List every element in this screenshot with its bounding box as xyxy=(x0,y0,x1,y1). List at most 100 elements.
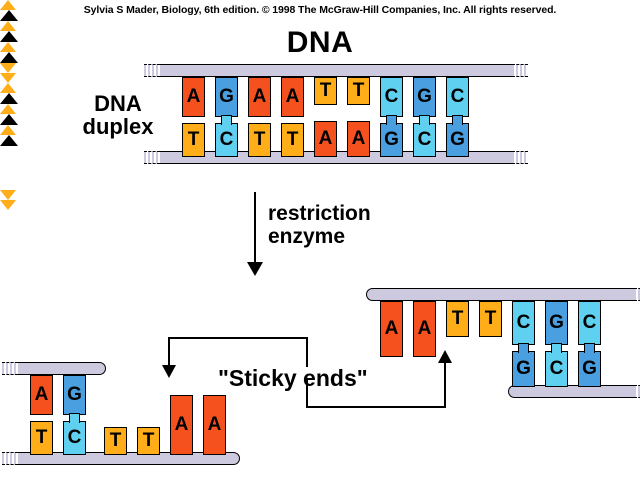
duplex-bottom-base: C xyxy=(413,123,436,157)
base-pair-tab xyxy=(69,413,80,423)
backbone-fade-left xyxy=(2,362,18,375)
base-pair-chevron xyxy=(0,190,16,200)
nucleotide-letter: A xyxy=(186,86,201,107)
right-fragment-overhang-base: T xyxy=(479,301,502,337)
duplex-bottom-base: T xyxy=(248,123,271,157)
left-fragment-overhang-base: A xyxy=(203,395,226,455)
duplex-top-base: C xyxy=(446,77,469,117)
enzyme-label-line1: restriction xyxy=(268,202,371,225)
nucleotide-letter: G xyxy=(417,86,432,107)
nucleotide-letter: C xyxy=(384,86,399,107)
base-pair-chevron-outline xyxy=(0,52,18,63)
nucleotide-letter: C xyxy=(582,312,597,333)
dna-duplex-label: DNA duplex xyxy=(60,92,176,138)
nucleotide-letter: T xyxy=(484,308,497,329)
backbone-fade-left xyxy=(144,64,160,77)
left-fragment-top-base: G xyxy=(63,375,86,415)
backbone-fade-left xyxy=(2,452,18,465)
right-fragment-bottom-base: C xyxy=(545,351,568,387)
base-pair-chevron-outline xyxy=(0,135,18,146)
nucleotide-letter: A xyxy=(252,86,267,107)
nucleotide-letter: G xyxy=(384,129,399,150)
base-pair-tab xyxy=(452,115,463,125)
restriction-enzyme-arrow-head xyxy=(247,262,263,276)
nucleotide-letter: A xyxy=(285,86,300,107)
restriction-enzyme-arrow-shaft xyxy=(254,192,257,264)
duplex-top-backbone xyxy=(160,64,512,77)
duplex-top-base: G xyxy=(215,77,238,117)
right-fragment-overhang-base: A xyxy=(413,301,436,357)
nucleotide-letter: T xyxy=(352,80,365,101)
base-pair-tab xyxy=(518,343,529,353)
base-pair-chevron-outline xyxy=(0,10,18,21)
base-pair-chevron xyxy=(0,125,16,135)
nucleotide-letter: T xyxy=(319,80,332,101)
left-fragment-overhang-base: T xyxy=(137,427,160,455)
duplex-label-line1: DNA xyxy=(94,91,142,116)
base-pair-chevron-outline xyxy=(0,114,18,125)
right-fragment-bottom-backbone xyxy=(508,385,634,398)
base-pair-chevron xyxy=(0,200,16,210)
base-pair-chevron xyxy=(0,83,16,93)
copyright-credit: Sylvia S Mader, Biology, 6th edition. © … xyxy=(83,4,557,16)
base-pair-tab xyxy=(419,115,430,125)
sticky-ends-connector-right-rise xyxy=(306,337,309,367)
right-fragment-overhang-base: A xyxy=(380,301,403,357)
nucleotide-letter: T xyxy=(451,308,464,329)
nucleotide-letter: T xyxy=(142,430,155,451)
sticky-ends-connector-bottom xyxy=(306,406,446,409)
right-fragment-overhang-base: T xyxy=(446,301,469,337)
nucleotide-letter: G xyxy=(582,358,597,379)
duplex-bottom-base: A xyxy=(314,121,337,157)
duplex-top-base: A xyxy=(248,77,271,117)
nucleotide-letter: G xyxy=(450,129,465,150)
right-fragment-top-base: G xyxy=(545,301,568,345)
base-pair-chevron xyxy=(0,42,16,52)
left-fragment-overhang-base: T xyxy=(104,427,127,455)
duplex-top-base: C xyxy=(380,77,403,117)
nucleotide-letter: C xyxy=(417,129,432,150)
nucleotide-letter: C xyxy=(516,312,531,333)
base-pair-tab xyxy=(551,343,562,353)
nucleotide-letter: T xyxy=(109,430,122,451)
nucleotide-letter: A xyxy=(384,318,399,339)
page-title: DNA xyxy=(286,26,354,59)
nucleotide-letter: C xyxy=(450,86,465,107)
sticky-ends-left-arrow-head xyxy=(162,365,176,378)
right-fragment-top-base: C xyxy=(512,301,535,345)
base-pair-chevron-outline xyxy=(0,93,18,104)
right-fragment-top-backbone xyxy=(366,288,634,301)
nucleotide-letter: T xyxy=(187,129,200,150)
base-pair-tab xyxy=(221,115,232,125)
base-pair-tab xyxy=(386,115,397,125)
nucleotide-letter: C xyxy=(67,427,82,448)
right-fragment-top-base: C xyxy=(578,301,601,345)
sticky-end-notch xyxy=(0,168,16,179)
nucleotide-letter: C xyxy=(219,129,234,150)
backbone-fade-right xyxy=(512,151,528,164)
enzyme-label-line2: enzyme xyxy=(268,224,346,248)
left-fragment-top-base: A xyxy=(30,375,53,415)
base-pair-chevron-outline xyxy=(0,31,18,42)
base-pair-chevron xyxy=(0,21,16,31)
nucleotide-letter: T xyxy=(253,129,266,150)
duplex-bottom-base: C xyxy=(215,123,238,157)
right-fragment-bottom-base: G xyxy=(578,351,601,387)
sticky-ends-connector-down xyxy=(306,380,309,408)
base-pair-chevron xyxy=(0,0,16,10)
nucleotide-letter: A xyxy=(318,128,333,149)
duplex-top-base: T xyxy=(314,77,337,105)
sticky-ends-connector-top xyxy=(168,337,308,340)
nucleotide-letter: T xyxy=(286,129,299,150)
duplex-top-base: A xyxy=(182,77,205,117)
backbone-fade-right xyxy=(634,288,640,301)
nucleotide-letter: G xyxy=(549,312,564,333)
nucleotide-letter: A xyxy=(417,318,432,339)
duplex-bottom-base: A xyxy=(347,121,370,157)
duplex-bottom-base: G xyxy=(446,123,469,157)
backbone-fade-right xyxy=(512,64,528,77)
backbone-fade-right xyxy=(634,385,640,398)
nucleotide-letter: T xyxy=(35,427,48,448)
